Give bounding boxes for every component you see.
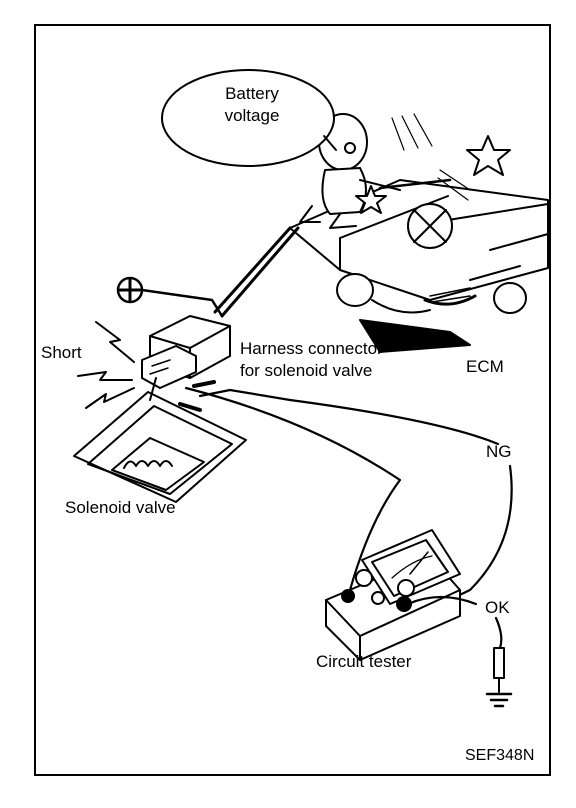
star-icon xyxy=(355,113,511,214)
tester-minus-terminal xyxy=(397,579,415,597)
harness-connector xyxy=(141,315,231,389)
ok-lead xyxy=(406,595,478,606)
circuit-tester xyxy=(325,529,461,661)
figure-code: SEF348N xyxy=(465,747,535,764)
battery-voltage-line1: Battery xyxy=(225,84,279,103)
ecm-left-fist xyxy=(336,273,374,307)
harness-wire-1 xyxy=(213,226,292,314)
harness-wire-2 xyxy=(220,226,300,318)
ground-icon xyxy=(485,692,513,708)
circuit-tester-label: Circuit tester xyxy=(316,652,412,671)
ng-lead xyxy=(198,388,500,446)
tester-plus-terminal xyxy=(355,569,373,587)
battery-voltage-line2: voltage xyxy=(224,106,280,125)
probe-tip-1 xyxy=(178,402,202,412)
short-label: Short xyxy=(41,343,82,362)
figure-frame xyxy=(34,24,551,776)
tester-lead-positive xyxy=(184,386,402,592)
harness-connector-label-line1: Harness connector xyxy=(240,339,383,358)
solenoid-valve-label: Solenoid valve xyxy=(65,498,176,517)
plus-circle-icon xyxy=(116,276,144,304)
harness-connector-label-line2: for solenoid valve xyxy=(240,361,373,380)
ok-label: OK xyxy=(485,598,510,617)
battery-wire xyxy=(140,288,224,318)
ok-probe xyxy=(493,647,505,679)
ng-label: NG xyxy=(486,442,512,461)
probe-tip-2 xyxy=(192,380,216,388)
battery-voltage-label: Battery voltage xyxy=(157,83,347,163)
ecm-label: ECM xyxy=(466,357,504,376)
ecm-right-fist xyxy=(493,282,527,314)
battery-voltage-bubble xyxy=(161,69,335,167)
lightning-bolt-icon xyxy=(77,321,135,409)
solenoid-valve xyxy=(73,377,247,503)
